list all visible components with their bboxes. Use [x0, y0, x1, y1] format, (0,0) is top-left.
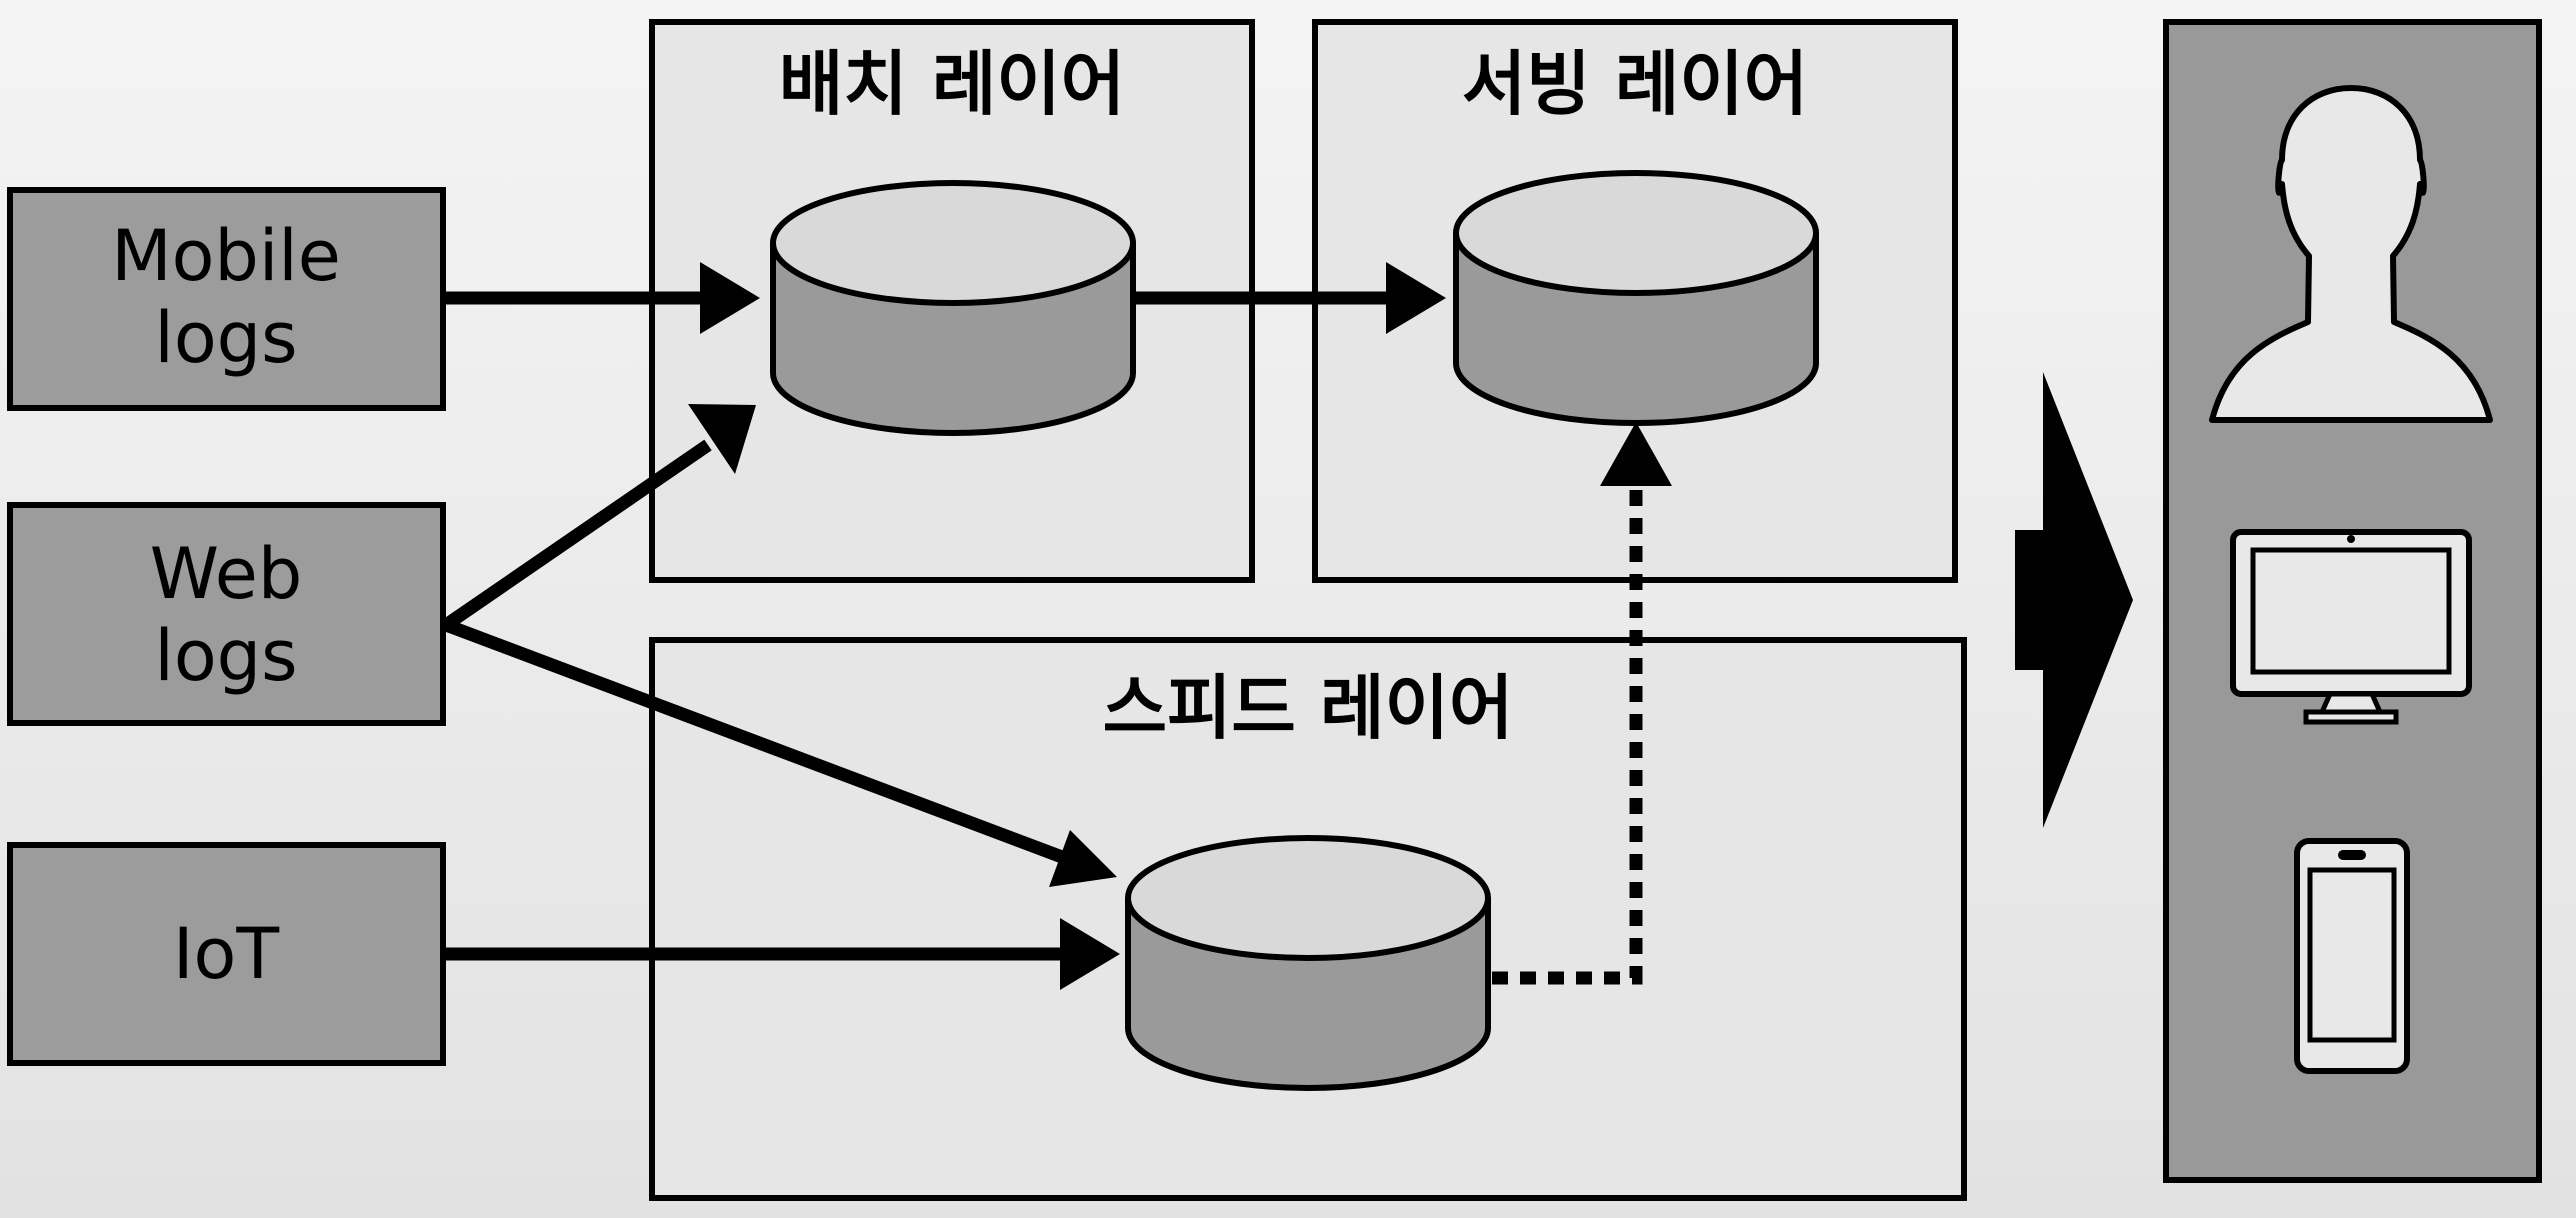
- dotted-arrow-speed-to-serving: [1492, 422, 1672, 985]
- arrow-web-to-speed: [443, 618, 1117, 887]
- web-logs-box: Web logs: [7, 502, 446, 726]
- arrow-batch-to-serving: [1136, 262, 1446, 334]
- monitor-icon: [2230, 529, 2472, 725]
- smartphone-icon: [2294, 838, 2410, 1074]
- batch-database-cylinder: [770, 180, 1136, 436]
- arrow-web-to-batch: [442, 404, 756, 631]
- batch-layer-title: 배치 레이어: [779, 43, 1125, 125]
- user-icon: [2209, 85, 2493, 423]
- arrow-mobile-to-batch: [446, 262, 760, 334]
- mobile-logs-label-line1: Mobile: [111, 215, 341, 297]
- serving-layer-title: 서빙 레이어: [1462, 43, 1808, 125]
- iot-label: IoT: [173, 913, 279, 995]
- mobile-logs-box: Mobile logs: [7, 187, 446, 411]
- iot-box: IoT: [7, 842, 446, 1066]
- speed-layer-title: 스피드 레이어: [1103, 667, 1514, 749]
- mobile-logs-label-line2: logs: [154, 297, 297, 379]
- speed-layer-panel: 스피드 레이어: [649, 637, 1967, 1201]
- web-logs-label-line1: Web: [150, 533, 303, 615]
- speed-database-cylinder: [1125, 835, 1491, 1091]
- output-arrow: [2015, 372, 2133, 828]
- serving-database-cylinder: [1453, 170, 1819, 426]
- web-logs-label-line2: logs: [154, 615, 297, 697]
- arrow-iot-to-speed: [446, 918, 1120, 990]
